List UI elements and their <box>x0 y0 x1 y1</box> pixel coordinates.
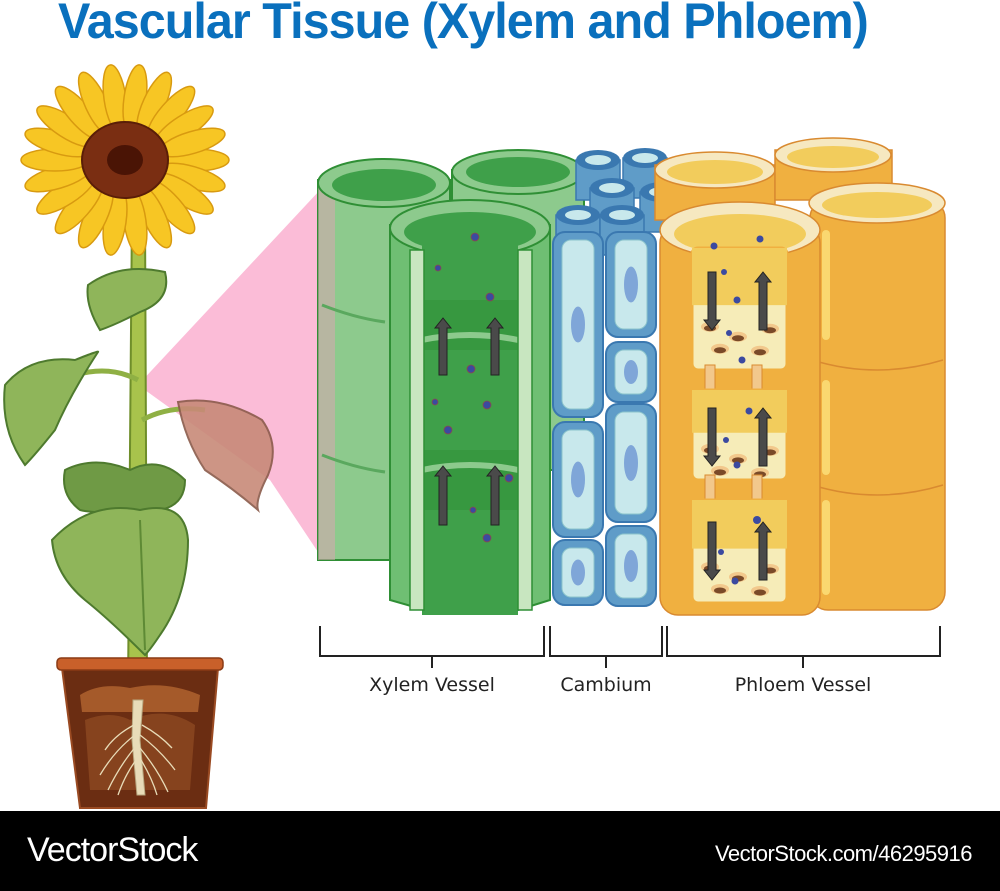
xylem-label: Xylem Vessel <box>369 674 495 696</box>
diagram-title: Vascular Tissue (Xylem and Phloem) <box>58 0 869 49</box>
particle <box>733 461 741 469</box>
xylem-vessels <box>317 149 585 615</box>
particle <box>431 398 439 406</box>
root <box>131 699 146 796</box>
cell-nucleus <box>624 266 638 303</box>
cell-nucleus <box>571 559 585 586</box>
particle <box>723 437 729 443</box>
leaf <box>3 350 100 467</box>
cell-nucleus <box>571 306 585 343</box>
leaf <box>50 507 190 657</box>
arrow-down-icon <box>702 271 722 331</box>
leaf <box>176 399 274 514</box>
zoom-highlight <box>138 190 320 555</box>
phloem-label: Phloem Vessel <box>734 674 872 696</box>
cell-nucleus <box>624 550 638 582</box>
sieve-connector <box>704 474 716 501</box>
footer-bar: VectorStock VectorStock.com/46295916 <box>0 811 1000 891</box>
xylem-bracket <box>319 626 545 668</box>
arrow-up-icon <box>485 317 505 376</box>
particle <box>443 425 453 435</box>
particle <box>738 356 746 364</box>
particle <box>726 330 732 336</box>
particle <box>710 242 718 250</box>
particle <box>485 292 495 302</box>
particle <box>482 400 492 410</box>
particle <box>745 407 753 415</box>
brand-logo: VectorStock <box>27 831 198 869</box>
sieve-connector <box>751 474 763 501</box>
cell-nucleus <box>571 461 585 498</box>
particle <box>718 549 724 555</box>
particle <box>756 235 764 243</box>
particle <box>504 473 514 483</box>
source-url[interactable]: VectorStock.com/46295916 <box>714 841 973 866</box>
phloem-vessels <box>654 137 946 616</box>
sunflower-plant <box>3 64 274 809</box>
particle <box>721 269 727 275</box>
leaf <box>86 267 168 332</box>
arrow-down-icon <box>702 521 722 581</box>
label-brackets <box>319 626 941 668</box>
particle <box>466 364 476 374</box>
particle <box>733 296 741 304</box>
arrow-up-icon <box>433 465 453 526</box>
arrow-up-icon <box>433 317 453 376</box>
cambium-label: Cambium <box>560 674 652 696</box>
sieve-connector <box>751 364 763 391</box>
cell-nucleus <box>624 360 638 384</box>
arrow-up-icon <box>485 465 505 526</box>
flower-pot <box>56 657 224 809</box>
particle <box>469 506 477 514</box>
particle <box>470 232 480 242</box>
sieve-connector <box>704 364 716 391</box>
cambium-cells <box>552 148 685 607</box>
arrow-down-icon <box>702 407 722 467</box>
particle <box>434 264 442 272</box>
root-hairs <box>99 724 176 796</box>
cell-nucleus <box>624 445 638 481</box>
leaf <box>63 461 187 514</box>
arrow-up-icon <box>753 271 773 331</box>
sunflower-petals <box>20 64 230 256</box>
particle <box>753 516 761 524</box>
cambium-bracket <box>549 626 663 668</box>
particle <box>731 577 739 585</box>
phloem-bracket <box>666 626 941 668</box>
particle <box>482 533 492 543</box>
arrow-up-icon <box>753 407 773 467</box>
arrow-up-icon <box>753 521 773 581</box>
